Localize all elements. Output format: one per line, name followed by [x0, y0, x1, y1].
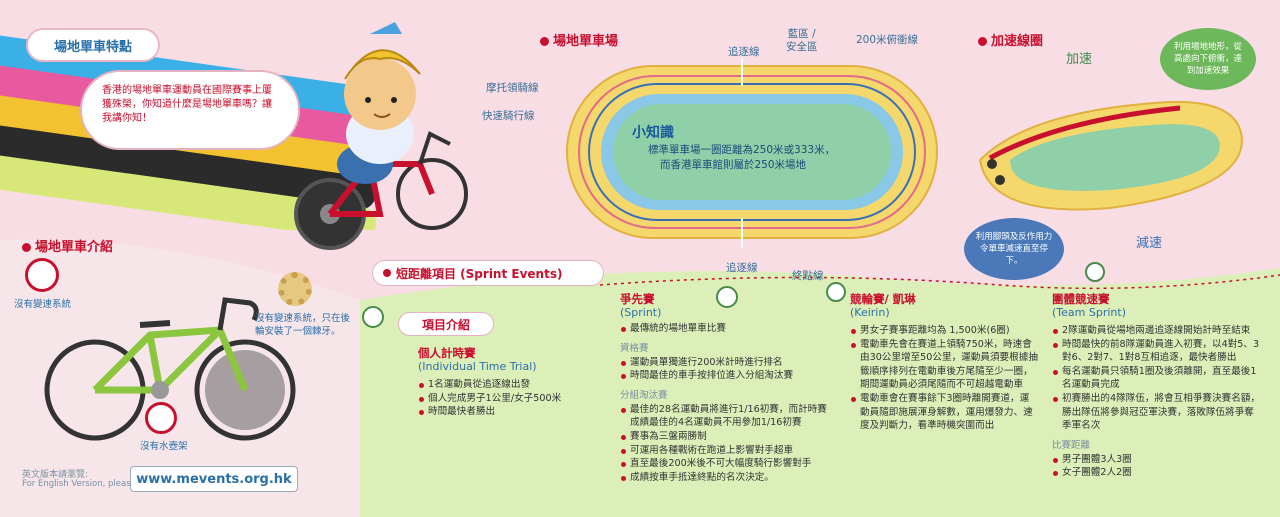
intro-title: 場地單車介紹 [22, 236, 113, 255]
footer-line2: For English Version, please visit: [22, 479, 159, 489]
keirin-en: (Keirin) [850, 306, 890, 319]
list-item: 電動車先會在賽道上領騎750米，時速會由30公里增至50公里，運動員須要根據抽籤… [850, 338, 1038, 392]
slow-down-note: 利用腳頭及反作用力令單車減速直至停下。 [964, 218, 1064, 280]
keirin-title: 競輪賽/ 凱琳 [850, 292, 916, 306]
no-gears-icon [25, 258, 59, 292]
speed-up-note: 利用場地地形，從高處向下俯衝，達到加速效果 [1160, 28, 1256, 90]
list-item: 初賽勝出的4隊隊伍，將會互相爭賽決賽名額，勝出隊伍將參與冠亞軍決賽，落敗隊伍將爭… [1052, 392, 1262, 433]
events-title: 項目介紹 [421, 317, 470, 332]
team-en: (Team Sprint) [1052, 306, 1126, 319]
list-item: 男女子賽事距離均為 1,500米(6圈) [850, 324, 1038, 338]
list-item: 成績按車手抵達終點的名次決定。 [620, 471, 835, 485]
features-title-bubble: 場地單車特點 [28, 30, 158, 60]
accel-title: 加速線圈 [978, 30, 1043, 49]
cyclist-illustration [294, 22, 468, 250]
team-list: 2隊運動員從場地兩邊追逐線開始計時至結束 時間最快的前8隊運動員進入初賽，以4對… [1052, 324, 1262, 433]
stopwatch-icon-4 [1085, 262, 1105, 282]
no-gears-label: 沒有變速系統 [14, 299, 72, 310]
tip-text-1: 標準單車場一圈距離為250米或333米， [648, 144, 836, 156]
footer-url-box: www.mevents.org.hk [130, 466, 298, 492]
list-item: 賽事為三盤兩勝制 [620, 430, 835, 444]
events-title-box: 項目介紹 [398, 312, 494, 336]
tip-title: 小知識 [632, 125, 674, 141]
velodrome-track [566, 58, 938, 248]
label-chase-top: 追逐線 [728, 46, 760, 58]
bike-illustration [44, 297, 296, 441]
list-item: 時間最快者勝出 [418, 405, 588, 419]
accel-track [978, 100, 1244, 211]
sprocket-icon [278, 272, 312, 306]
sprint-banner-dot [383, 269, 391, 277]
team-block: 團體競速賽 (Team Sprint) 2隊運動員從場地兩邊追逐線開始計時至結束… [1052, 292, 1262, 480]
itt-block: 個人計時賽 (Individual Time Trial) 1名運動員從追逐線出… [418, 346, 588, 419]
list-item: 電動車會在賽事餘下3圈時離開賽道，運動員隨即施展渾身解數，運用爆發力、速度及判斷… [850, 392, 1038, 433]
stopwatch-icon-2 [716, 286, 738, 308]
stopwatch-icon-3 [826, 282, 846, 302]
list-item: 直至最後200米後不可大幅度騎行影響對手 [620, 457, 835, 471]
list-item: 每名運動員只領騎1圈及後須離開，直至最後1名運動員完成 [1052, 365, 1262, 392]
sprint-ko-list: 最佳的28名運動員將進行1/16初賽，而計時賽成績最佳的4名運動員不用參加1/1… [620, 403, 835, 485]
sprint-banner-text: 短距離項目 (Sprint Events) [396, 266, 563, 281]
label-fast-line: 快速騎行線 [482, 110, 535, 122]
sprint-en: (Sprint) [620, 306, 662, 319]
footer-line1: 英文版本請瀏覽: [22, 470, 89, 480]
footer-url[interactable]: www.mevents.org.hk [136, 471, 292, 487]
label-chase-bottom: 追逐線 [726, 262, 758, 274]
list-item: 最傳統的場地單車比賽 [620, 322, 835, 336]
sprint-title: 爭先賽 [620, 292, 655, 306]
no-gears-note: 沒有變速系統，只在後輪安裝了一個棘牙。 [255, 313, 351, 337]
label-blue-zone: 藍區 / 安全區 [786, 28, 818, 53]
no-bottle-icon [145, 402, 177, 434]
sprint-qual-list: 運動員單獨進行200米計時進行排名 時間最佳的車手按排位進入分組淘汰賽 [620, 356, 835, 383]
speed-up-note-text: 利用場地地形，從高處向下俯衝，達到加速效果 [1173, 42, 1242, 76]
slow-down-label: 減速 [1136, 236, 1163, 251]
sprint-ko-label: 分組淘汰賽 [620, 389, 668, 401]
stopwatch-icon-1 [362, 306, 384, 328]
sprint-banner: 短距離項目 (Sprint Events) [372, 260, 604, 286]
sprint-qual-label: 資格賽 [620, 342, 649, 354]
track-title-dot [540, 37, 549, 46]
speech-bubble: 香港的場地單車運動員在國際賽事上屢獲殊榮，你知道什麼是場地單車嗎？讓我講你知！ [80, 70, 300, 150]
list-item: 可運用各種戰術在跑道上影響對手超車 [620, 444, 835, 458]
team-title: 團體競速賽 [1052, 292, 1110, 306]
track-title: 場地單車場 [540, 30, 618, 49]
speech-bubble-text: 香港的場地單車運動員在國際賽事上屢獲殊榮，你知道什麼是場地單車嗎？讓我講你知！ [102, 85, 272, 124]
itt-list: 1名運動員從追逐線出發 個人完成男子1公里/女子500米 時間最快者勝出 [418, 378, 588, 419]
label-sprint-line: 200米俯衝線 [856, 34, 919, 46]
keirin-list: 男女子賽事距離均為 1,500米(6圈) 電動車先會在賽道上領騎750米，時速會… [850, 324, 1038, 433]
speed-up-label: 加速 [1066, 52, 1093, 67]
label-finish: 終點線 [792, 270, 824, 282]
accel-title-dot [978, 37, 987, 46]
itt-title: 個人計時賽 [418, 346, 476, 360]
sprint-list: 最傳統的場地單車比賽 [620, 322, 835, 336]
team-dist-label: 比賽距離 [1052, 439, 1091, 451]
list-item: 女子團體2人2圈 [1052, 466, 1262, 480]
list-item: 運動員單獨進行200米計時進行排名 [620, 356, 835, 370]
itt-en: (Individual Time Trial) [418, 360, 537, 373]
slow-down-note-text: 利用腳頭及反作用力令單車減速直至停下。 [975, 232, 1053, 266]
list-item: 個人完成男子1公里/女子500米 [418, 392, 588, 406]
list-item: 男子團體3人3圈 [1052, 453, 1262, 467]
intro-title-dot [22, 243, 31, 252]
sprint-block: 爭先賽 (Sprint) 最傳統的場地單車比賽 資格賽 運動員單獨進行200米計… [620, 292, 835, 484]
keirin-block: 競輪賽/ 凱琳 (Keirin) 男女子賽事距離均為 1,500米(6圈) 電動… [850, 292, 1038, 433]
list-item: 最佳的28名運動員將進行1/16初賽，而計時賽成績最佳的4名運動員不用參加1/1… [620, 403, 835, 430]
team-dist-list: 男子團體3人3圈 女子團體2人2圈 [1052, 453, 1262, 480]
list-item: 時間最佳的車手按排位進入分組淘汰賽 [620, 369, 835, 383]
tip-text-2: 而香港單車館則屬於250米場地 [660, 159, 807, 171]
features-title: 場地單車特點 [53, 39, 132, 55]
label-motor-line: 摩托領騎線 [486, 82, 539, 94]
list-item: 2隊運動員從場地兩邊追逐線開始計時至結束 [1052, 324, 1262, 338]
list-item: 1名運動員從追逐線出發 [418, 378, 588, 392]
list-item: 時間最快的前8隊運動員進入初賽，以4對5、3對6、2對7、1對8互相追逐，最快者… [1052, 338, 1262, 365]
no-bottle-label: 沒有水壺架 [140, 441, 188, 452]
